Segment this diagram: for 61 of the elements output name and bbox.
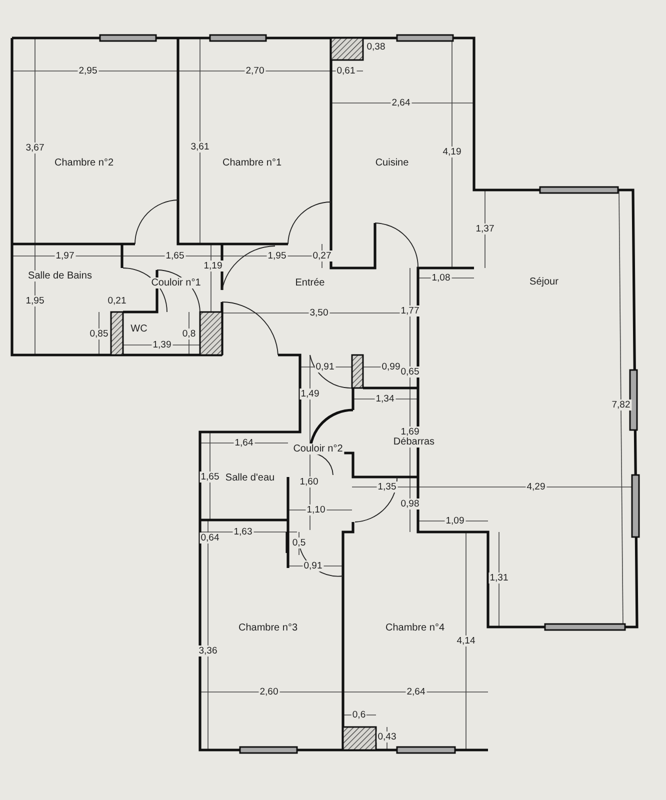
dimension-label: 1,64 [234,438,254,448]
dimension-label: 1,65 [200,472,220,482]
room-name: Séjour [528,276,560,288]
dimension-label: 0,99 [380,362,402,372]
room-name: Salle de Bains [27,270,93,282]
dimension-label: 1,60 [298,476,320,488]
dimension-label: 1,39 [152,340,172,350]
dimension-label: 2,70 [244,66,266,76]
dimension-label: 3,67 [24,142,46,154]
dimension-label: 0,64 [200,532,220,544]
dimension-label: 0,91 [302,560,324,572]
dimension-label: 0,85 [88,328,110,340]
room-name: Couloir n°2 [292,444,344,454]
room-name: Chambre n°2 [53,158,115,168]
dimension-label: 2,64 [390,98,412,108]
dimension-label: 1,31 [488,572,510,584]
dimension-label: 7,82 [610,400,632,410]
dimension-label: 0,5 [291,538,307,548]
dimension-label: 0,91 [314,362,336,372]
dimension-label: 0,61 [336,66,356,76]
dimension-label: 1,34 [374,394,396,404]
dimension-label: 0,27 [312,250,332,262]
room-name: Chambre n°4 [384,622,446,634]
dimension-label: 0,98 [400,498,420,510]
room-name: Chambre n°1 [221,158,283,168]
dimension-label: 0,8 [181,328,197,340]
dimension-label: 1,63 [232,526,254,538]
dimension-label: 1,09 [444,516,466,526]
dimension-label: 1,35 [376,482,398,492]
dimension-label: 2,95 [78,66,98,76]
dimension-label: 1,69 [400,426,420,438]
dimension-label: 1,77 [400,306,420,316]
dimension-label: 3,36 [198,646,218,656]
dimension-label: 1,97 [54,250,76,262]
dimension-label: 0,21 [106,296,128,306]
dimension-label: 1,65 [164,250,186,262]
dimension-label: 2,60 [258,686,280,698]
dimension-label: 1,95 [266,250,288,262]
dimension-label: 0,38 [366,42,386,52]
room-name: Entrée [294,278,326,288]
dimension-label: 1,10 [306,504,326,516]
dimension-label: 1,49 [300,388,320,400]
dimension-label: 1,95 [24,296,46,306]
dimension-label: 1,08 [430,272,452,284]
room-name: Cuisine [374,158,410,168]
dimension-label: 4,29 [526,482,546,492]
room-name: Chambre n°3 [237,622,299,634]
dimension-label: 3,50 [308,308,330,318]
dimension-label: 1,19 [202,260,224,272]
dimension-label: 4,14 [456,636,476,646]
room-name: Couloir n°1 [150,278,202,288]
dimension-label: 0,6 [351,710,367,720]
dimension-label: 2,64 [406,686,426,698]
dimension-label: 1,37 [474,224,496,234]
room-name: Salle d'eau [224,472,276,484]
room-name: WC [130,324,148,334]
dimension-label: 0,65 [400,366,420,378]
room-name: Débarras [392,436,436,448]
dimension-label: 3,61 [190,142,210,152]
dimension-label: 0,43 [376,732,398,742]
dimension-label: 4,19 [442,146,462,158]
